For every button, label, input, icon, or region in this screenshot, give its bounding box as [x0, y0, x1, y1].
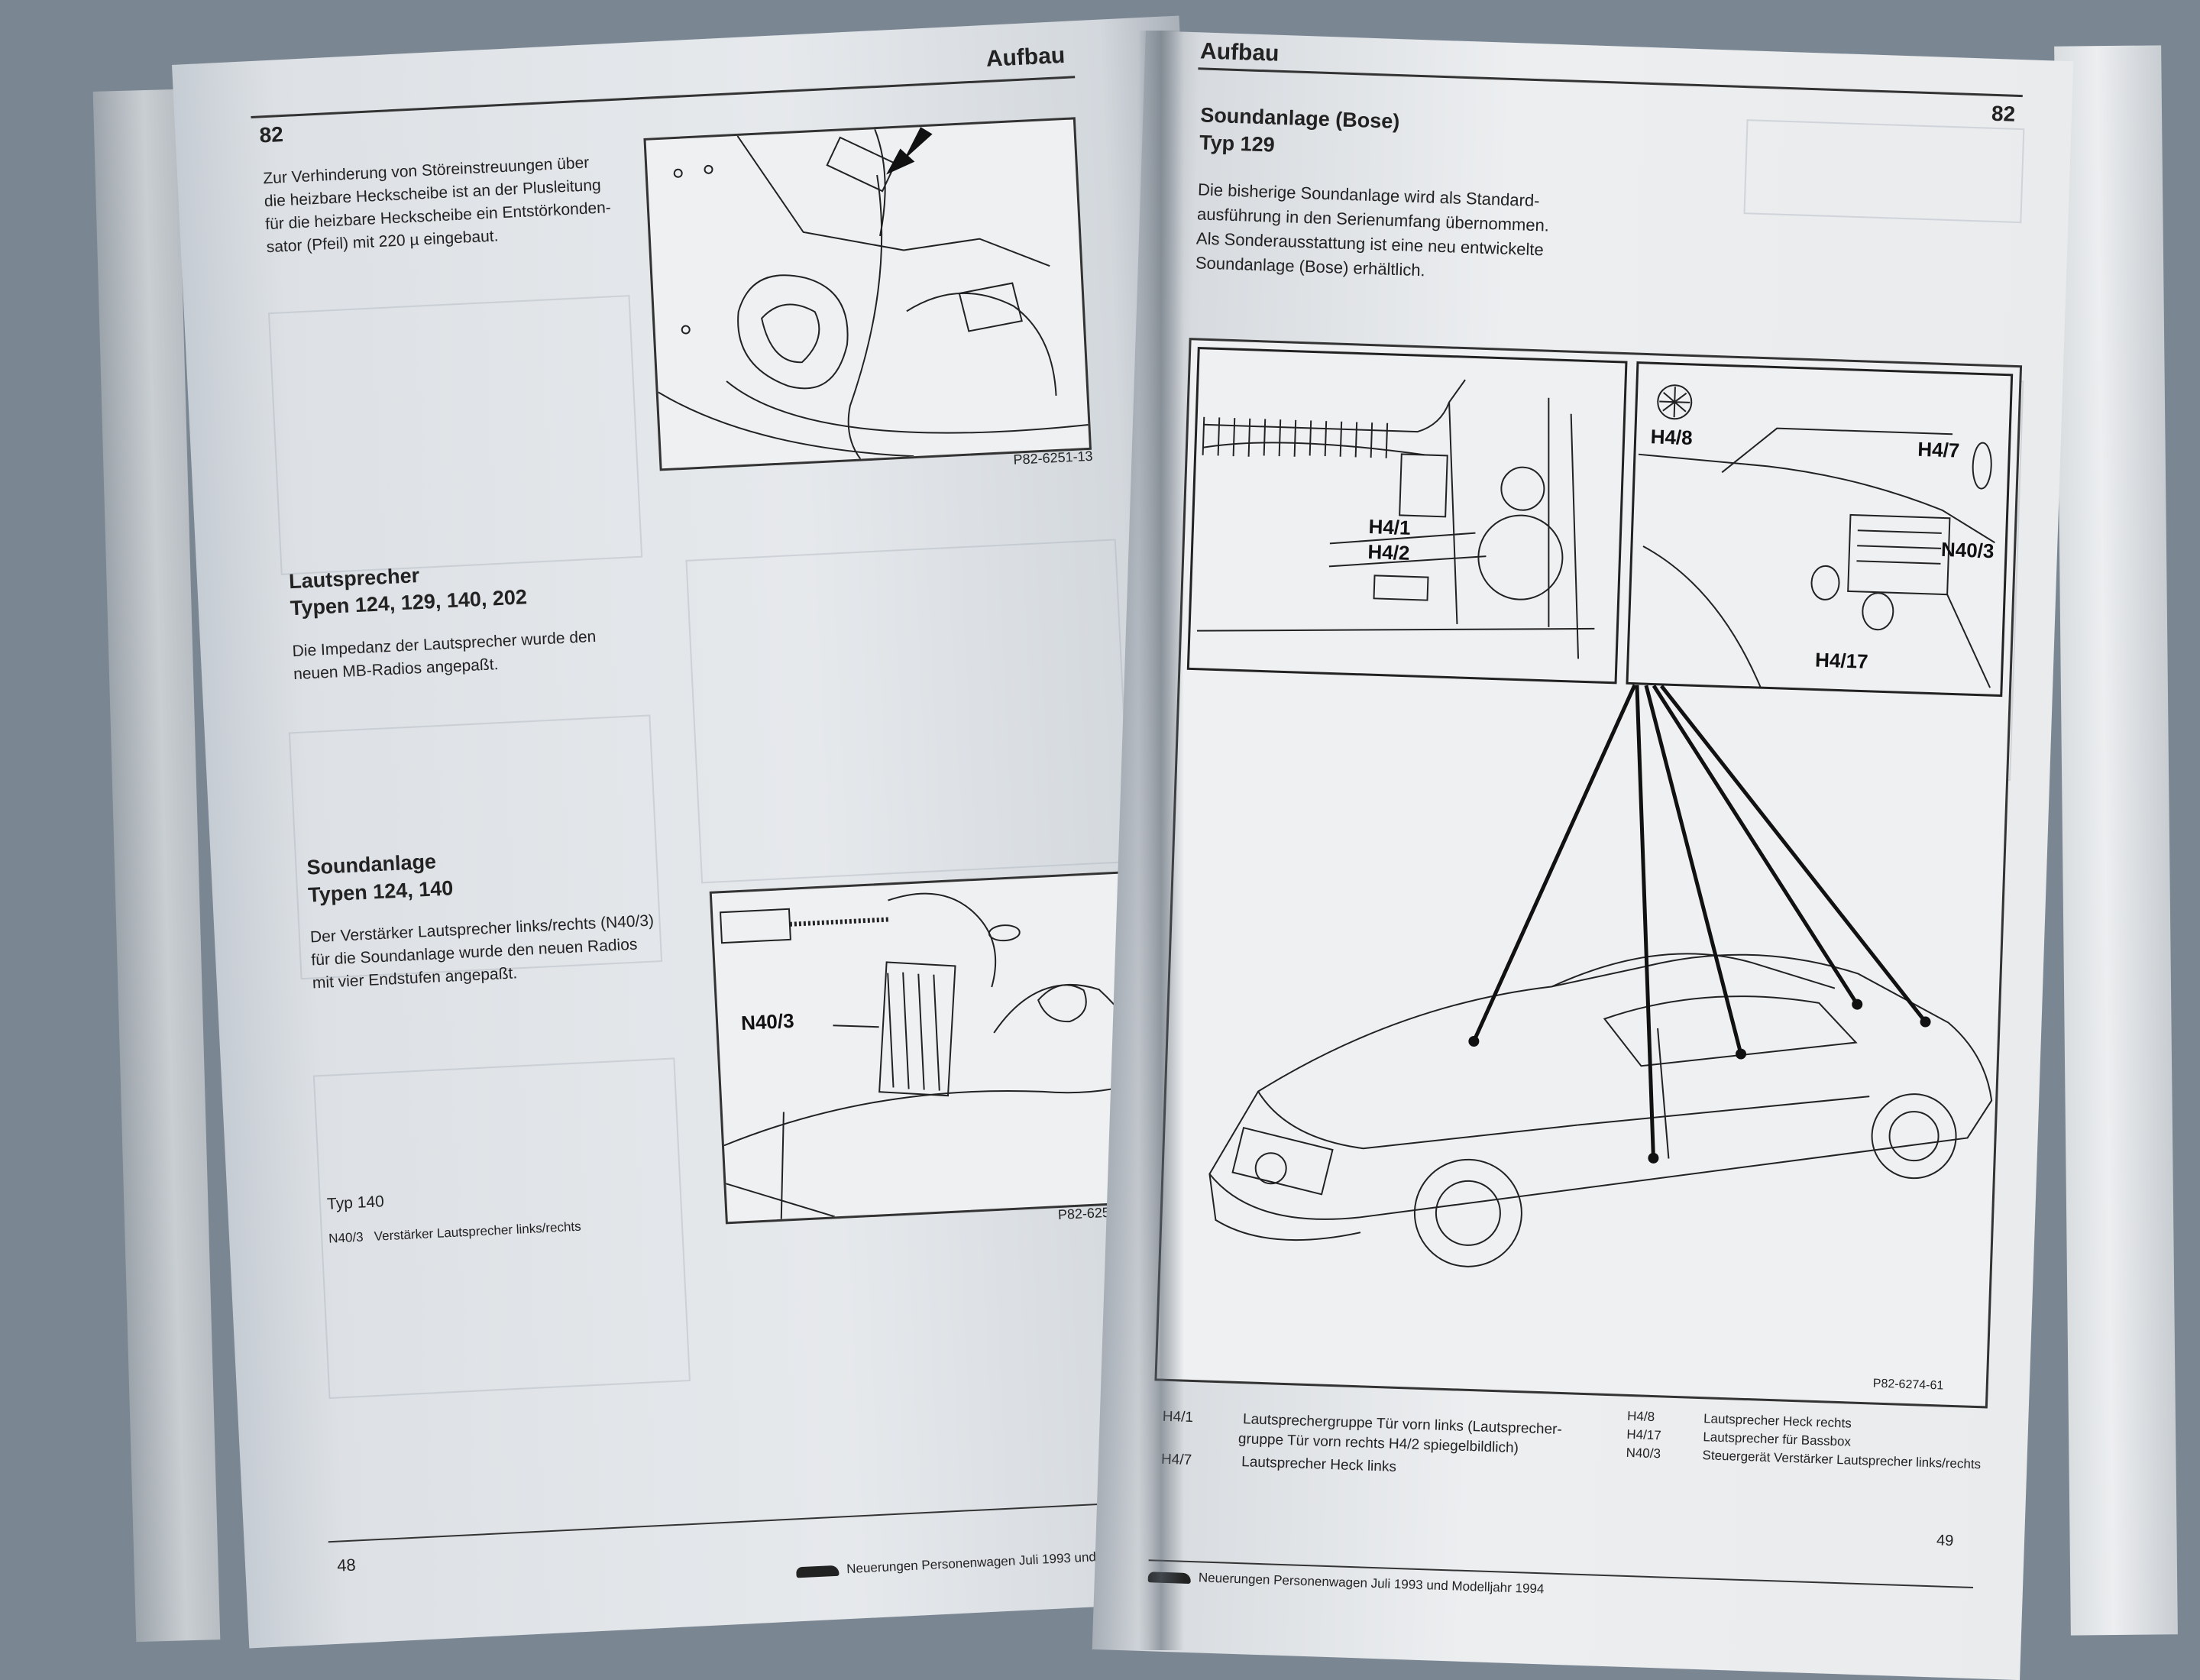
figure-capacitor: [643, 117, 1092, 471]
arrow-marker: [886, 127, 933, 175]
page-number-top: 82: [1991, 101, 2016, 126]
h47-label: H4/7: [1917, 438, 1960, 462]
footer-rule: [328, 1499, 1183, 1543]
intro-text: Die bisherige Soundanlage wird als Stand…: [1195, 180, 1550, 280]
page-subtitle: Typ 129: [1199, 131, 1276, 157]
figure-amplifier: N40/3: [709, 870, 1158, 1225]
bleed-through-block: [1743, 119, 2025, 224]
figure1-code: P82-6251-13: [1013, 448, 1094, 468]
h417-label: H4/17: [1815, 649, 1868, 673]
h48-label: H4/8: [1650, 425, 1693, 449]
bleed-through-block: [267, 295, 643, 575]
left-page: Aufbau 82 Zur Verhinderung von Störeinst…: [172, 15, 1257, 1649]
bose-system-drawing: H4/1 H4/2 H4/8 H4/7 N40/3 H4/17: [1186, 346, 2014, 1267]
figure-bose-system: H4/1 H4/2 H4/8 H4/7 N40/3 H4/17: [1154, 338, 2023, 1409]
h42-label: H4/2: [1367, 540, 1410, 565]
intro-text: Zur Verhinderung von Störeinstreuungen ü…: [262, 154, 612, 257]
page-number-bottom: 48: [336, 1555, 357, 1575]
figure-code: P82-6274-61: [1872, 1377, 1944, 1393]
h41-label: H4/1: [1368, 515, 1411, 539]
header-rule: [251, 76, 1076, 119]
n403-label: N40/3: [740, 1009, 794, 1034]
capacitor-drawing: [658, 127, 1089, 460]
book-gutter: [1138, 31, 1184, 1650]
amplifier-drawing: N40/3: [719, 892, 1150, 1219]
page-number-bottom: 49: [1936, 1532, 1954, 1550]
section-header: Aufbau: [1199, 38, 1280, 66]
n403-label: N40/3: [1941, 538, 1995, 562]
bleed-through-block: [685, 539, 1132, 884]
header-rule: [1198, 67, 2023, 98]
right-page: Aufbau 82 Soundanlage (Bose) Typ 129 Die…: [1092, 31, 2074, 1680]
book-edge-right: [2054, 45, 2178, 1636]
lautsprecher-text: Die Impedanz der Lautsprecher wurde den …: [292, 627, 597, 684]
typ-label: Typ 140: [326, 1193, 385, 1213]
legend-item: H4/7 Lautsprecher Heck links: [1161, 1452, 1397, 1475]
section-header: Aufbau: [985, 42, 1066, 72]
page-number-top: 82: [258, 122, 284, 147]
footer-line: Neuerungen Personenwagen Juli 1993 und M…: [1147, 1568, 1545, 1597]
car-icon: [796, 1565, 840, 1578]
